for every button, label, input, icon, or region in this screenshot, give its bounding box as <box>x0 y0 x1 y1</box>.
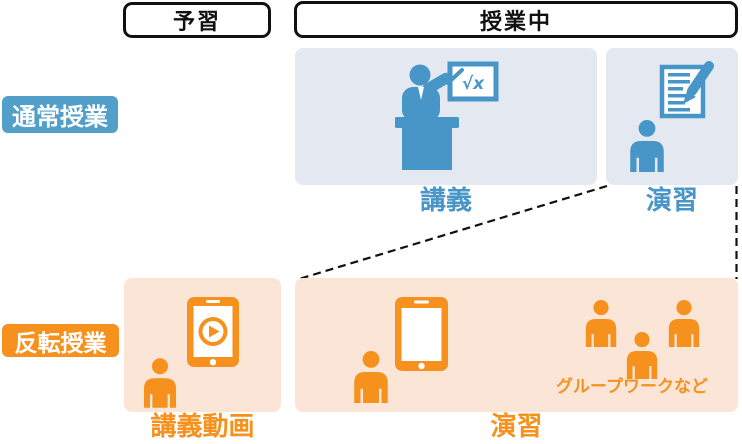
row-label-flipped-class-text: 反転授業 <box>14 330 107 357</box>
column-header-preparation: 予習 <box>123 2 271 38</box>
normal-exercise-caption: 演習 <box>645 186 698 216</box>
groupwork-note: グループワークなど <box>556 377 708 397</box>
column-header-preparation-label: 予習 <box>172 10 221 35</box>
person-tablet-icon <box>354 297 448 403</box>
row-label-normal-class: 通常授業 <box>2 96 118 133</box>
column-header-during-class: 授業中 <box>294 1 738 38</box>
person-worksheet-pencil-icon <box>630 61 714 172</box>
flipped-video-caption: 講義動画 <box>150 412 255 442</box>
normal-lecture-caption: 講義 <box>419 186 472 216</box>
column-header-during-class-label: 授業中 <box>479 9 552 35</box>
blackboard-formula: √x <box>462 74 485 94</box>
person-tablet-play-icon <box>144 297 239 408</box>
row-label-normal-class-text: 通常授業 <box>12 103 108 131</box>
group-people-icon <box>585 300 700 379</box>
flipped-exercise-caption: 演習 <box>490 412 543 442</box>
row-label-flipped-class: 反転授業 <box>2 324 119 357</box>
teacher-blackboard-icon: √x <box>395 61 499 170</box>
